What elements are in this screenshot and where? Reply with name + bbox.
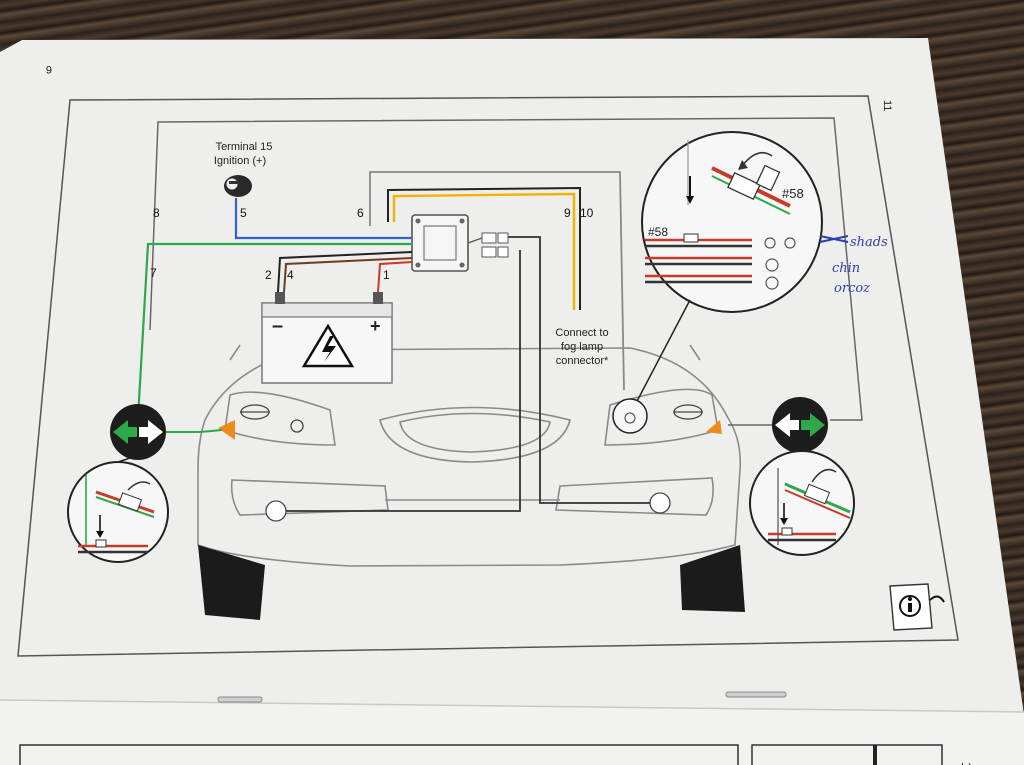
battery-minus-label: –	[272, 315, 283, 337]
wire-number-6: 6	[357, 206, 364, 220]
high-voltage-icon	[301, 323, 355, 368]
staple-left	[217, 696, 263, 703]
left-page-number: 6	[46, 63, 52, 75]
wire-number-9: 9	[564, 206, 571, 220]
wire-number-2: 2	[265, 268, 272, 282]
zoom-detail-58	[641, 131, 823, 313]
fog-lamp-icon	[265, 492, 671, 522]
fog-wire-right	[500, 236, 650, 504]
wire-number-4: 4	[287, 268, 294, 282]
tag-58-left: #58	[648, 225, 668, 239]
wire-5-blue	[234, 198, 412, 240]
handwritten-annotation: shads chin orcoz	[819, 235, 888, 296]
zoom-pointer-top	[634, 299, 691, 406]
fog-label-line3: connector*	[556, 355, 609, 367]
terminal-label-line2: Ignition (+)	[214, 155, 266, 167]
next-page-number: 12	[959, 762, 974, 765]
control-module-icon	[411, 214, 509, 272]
zoom-target-top	[612, 398, 648, 434]
paper-sheet	[0, 38, 1024, 765]
zoom-detail-right	[749, 450, 855, 556]
right-page-number: 11	[881, 100, 893, 111]
wire-8-loop	[149, 117, 863, 421]
fog-label-line1: Connect to	[555, 327, 608, 339]
wire-1-red	[377, 261, 413, 293]
wire-2-black	[277, 251, 413, 293]
zoom-detail-left	[67, 461, 169, 563]
page-fold-line	[0, 699, 1024, 713]
wire-number-5: 5	[240, 206, 247, 220]
wire-9-10-black	[387, 186, 581, 310]
handwriting-line1: shads	[850, 235, 888, 250]
staple-right	[725, 691, 787, 698]
wire-9-10-yellow	[392, 192, 576, 310]
right-wheel	[680, 545, 745, 612]
wire-7-green	[136, 242, 412, 419]
wire-6-grey	[369, 171, 625, 391]
crimp-connector-icon	[727, 164, 781, 201]
left-indicator-lamp	[218, 420, 235, 440]
terminal-label-line1: Terminal 15	[216, 141, 273, 153]
wire-number-1: 1	[383, 268, 390, 282]
wire-number-10: 10	[580, 206, 594, 220]
zoom-target-bulb	[624, 412, 636, 424]
wire-number-8: 8	[153, 206, 160, 220]
module-output-link	[467, 237, 483, 244]
diagram-frame	[17, 95, 959, 657]
fog-label-line2: fog lamp	[561, 341, 603, 353]
handwriting-line2: chin	[832, 261, 860, 276]
fog-wire-left	[286, 250, 521, 512]
zoom-pointer-left	[117, 457, 131, 463]
left-wheel	[198, 545, 265, 620]
right-indicator-lamp	[706, 420, 722, 434]
wire-number-7: 7	[150, 266, 157, 280]
turn-signal-icon	[110, 404, 166, 460]
headlamp-bulb-icon	[240, 404, 304, 433]
battery-plus-label: +	[370, 316, 381, 336]
turn-signal-icon-right	[772, 397, 828, 453]
next-page-strip	[0, 700, 1024, 765]
next-page-box-left	[19, 744, 739, 765]
handwriting-line3: orcoz	[834, 281, 870, 296]
wire-4-brown	[283, 257, 413, 293]
ignition-key-icon	[224, 175, 252, 197]
next-page-box-right	[751, 744, 943, 765]
headlamp-bulb-icon-right	[673, 404, 703, 420]
tag-58-top: #58	[782, 186, 804, 201]
info-icon	[889, 583, 945, 631]
